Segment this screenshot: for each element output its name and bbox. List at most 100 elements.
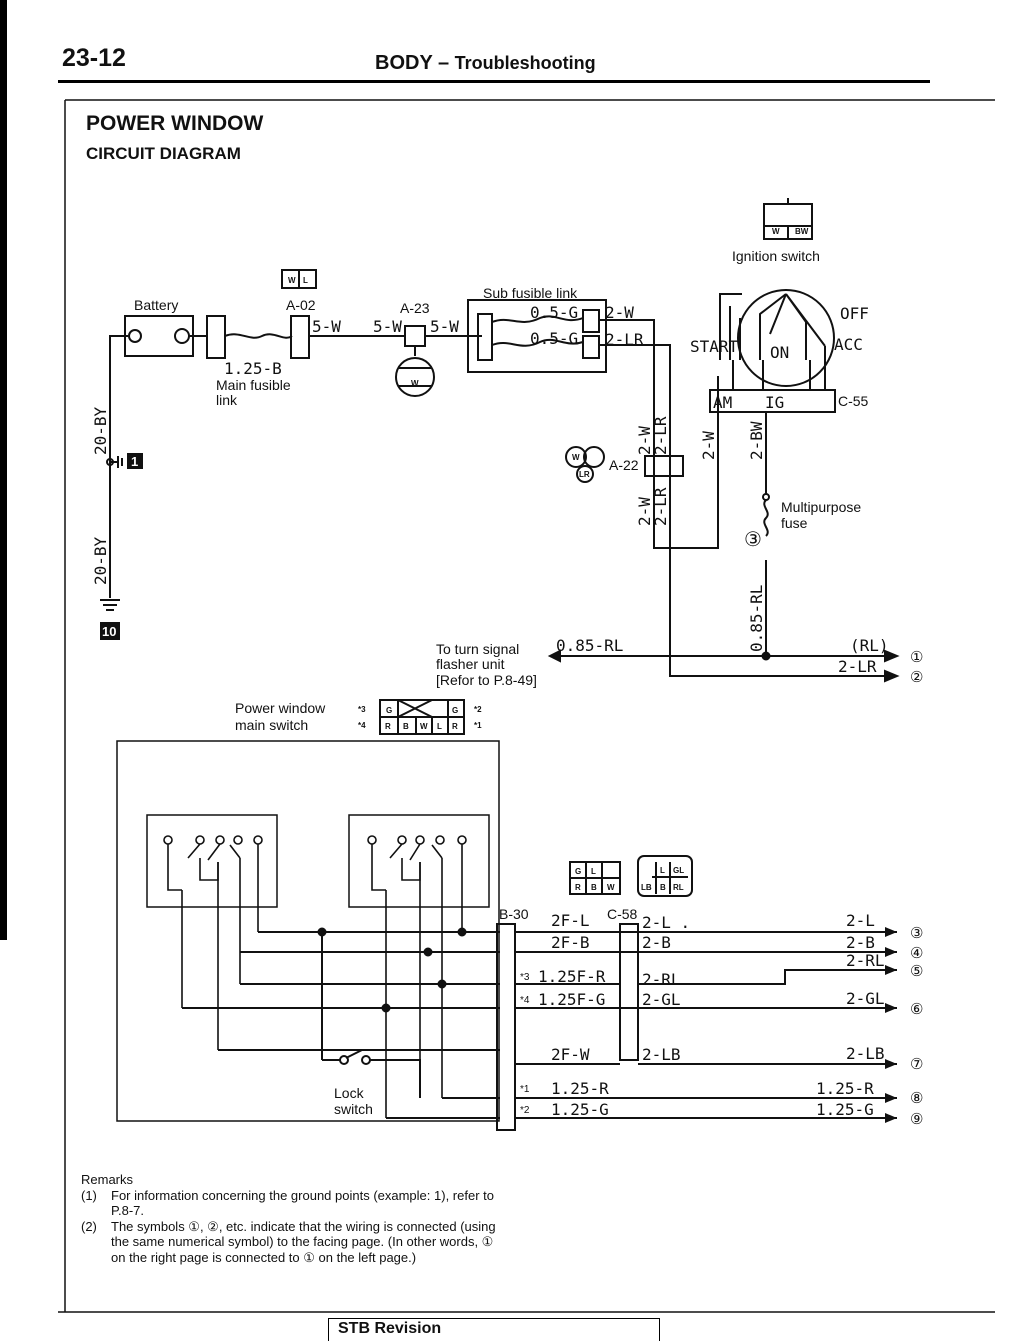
battery-plus-terminal <box>174 328 190 344</box>
wire-label-125fr: 1.25F-R <box>538 967 606 986</box>
dest-marker-4: ④ <box>910 945 923 962</box>
header-rule <box>58 80 930 83</box>
label-switch: switch <box>334 1101 373 1117</box>
pin-pw-top-g2: G <box>452 706 458 715</box>
ign-start: START <box>690 337 739 356</box>
dest-marker-3: ③ <box>910 925 923 942</box>
wire-label-085rl-h: 0.85-RL <box>556 636 623 655</box>
wire-label-2l-dot: 2-L . <box>642 913 690 932</box>
ground-10-symbol <box>100 599 120 611</box>
out-wire-5 <box>515 969 897 985</box>
wire-label-2w-b: 2-W <box>635 497 654 526</box>
pin-c58-b: B <box>660 883 666 892</box>
pin-pw-bottom-l: L <box>437 722 442 731</box>
pin-pw-bottom-r2: R <box>452 722 458 731</box>
fuse-marker: ③ <box>744 529 762 551</box>
label-sub-fusible-link: Sub fusible link <box>483 285 578 301</box>
pin-ign-w: W <box>772 227 780 236</box>
pin-ign-bw: BW <box>795 227 809 236</box>
remark-num-1: (1) <box>81 1187 97 1203</box>
wire-label-2b-c58: 2-B <box>642 933 671 952</box>
pin-a02-l: L <box>303 276 308 285</box>
section-subtitle: CIRCUIT DIAGRAM <box>86 144 241 163</box>
label-pw-main-switch-1: Power window <box>235 700 326 716</box>
page-edge-bar <box>0 0 7 940</box>
wire-label-2l-out: 2-L <box>846 911 875 930</box>
wire-label-2b-out: 2-B <box>846 933 875 952</box>
wire-label-2lr-b: 2-LR <box>651 487 670 526</box>
ignition-switch-body <box>737 289 835 387</box>
pin-c58-rl: RL <box>673 883 684 892</box>
label-c58: C-58 <box>607 906 638 922</box>
label-lock: Lock <box>334 1085 365 1101</box>
pin-b30-b: B <box>591 883 597 892</box>
wire-label-085rl-v: 0.85-RL <box>747 585 766 652</box>
wire-label-2gl-c58: 2-GL <box>642 990 681 1009</box>
multipurpose-fuse <box>763 499 769 537</box>
wire-label-5w-b: 5-W <box>373 317 402 336</box>
pin-pw-bottom-w: W <box>420 722 428 731</box>
wire-label-2lr-out: 2-LR <box>838 657 877 676</box>
wire-label-125g-out: 1.25-G <box>816 1100 874 1119</box>
remark-text-1: For information concerning the ground po… <box>111 1187 494 1219</box>
wire-label-2fb: 2F-B <box>551 933 590 952</box>
wire-label-2w-top: 2-W <box>605 303 634 322</box>
dest-marker-5: ⑤ <box>910 963 923 980</box>
ground-marker-1-box <box>127 453 143 469</box>
b30-connector <box>496 923 516 1131</box>
wire-label-05g-b: 0.5-G <box>530 329 578 348</box>
ground-1-symbol <box>110 456 123 468</box>
c55-am: AM <box>713 393 732 412</box>
main-fusible-link-box <box>206 315 226 359</box>
wire-label-2rl-c58: 2-RL <box>642 970 681 989</box>
c58-pin-box <box>637 855 693 897</box>
pin-b30-r: R <box>575 883 581 892</box>
ignition-out-wires <box>717 412 767 494</box>
ignition-switch-contacts <box>759 293 826 360</box>
label-flasher-unit: flasher unit <box>436 656 505 672</box>
header-title: BODY – Troubleshooting <box>375 52 596 75</box>
pin-star-2: *2 <box>474 705 482 714</box>
ign-off: OFF <box>840 304 869 323</box>
wire-label-125b: 1.25-B <box>224 359 282 378</box>
pin-c58-lb: LB <box>641 883 652 892</box>
wire-label-125r: 1.25-R <box>551 1079 609 1098</box>
wire-label-2rl-out: 2-RL <box>846 951 885 970</box>
battery-body <box>124 315 194 357</box>
label-c55: C-55 <box>838 393 869 409</box>
label-main-fusible: Main fusible <box>216 377 291 393</box>
pin-pw-bottom-b: B <box>403 722 409 731</box>
stb-revision-label: STB Revision <box>338 1320 442 1337</box>
battery-minus-terminal <box>128 329 142 343</box>
page-frame <box>58 99 995 1313</box>
label-ignition-switch: Ignition switch <box>732 248 820 264</box>
wire-label-2bw: 2-BW <box>747 421 766 460</box>
c58-connector <box>619 923 639 1061</box>
pin-b30-l: L <box>591 867 596 876</box>
pw-switch-left <box>146 814 278 908</box>
ground-marker-10-box <box>100 622 120 640</box>
label-pw-main-switch-2: main switch <box>235 717 308 733</box>
label-fuse: fuse <box>781 515 808 531</box>
wire-label-2lr-a: 2-LR <box>651 416 670 455</box>
ground-wire-20by <box>109 335 128 598</box>
label-main-fusible-link: link <box>216 392 238 408</box>
pin-star-4: *4 <box>358 721 366 730</box>
label-battery: Battery <box>134 297 178 313</box>
a22-relay-2 <box>583 446 605 468</box>
header-title-sub: Troubleshooting <box>454 53 596 73</box>
label-a02: A-02 <box>286 297 316 313</box>
label-b30: B-30 <box>499 906 529 922</box>
wire-label-125g: 1.25-G <box>551 1100 609 1119</box>
ign-acc: ACC <box>834 335 863 354</box>
label-refer: [Refor to P.8-49] <box>436 672 537 688</box>
page-number: 23-12 <box>62 44 126 72</box>
dest-marker-1: ① <box>910 649 923 666</box>
remarks: Remarks (1) For information concerning t… <box>81 1172 503 1265</box>
pin-c58-l: L <box>660 866 665 875</box>
pin-star-1: *1 <box>474 721 482 730</box>
stb-revision-box <box>328 1318 660 1341</box>
wire-label-2w-c: 2-W <box>699 431 718 460</box>
a22-relay-1 <box>565 446 587 468</box>
